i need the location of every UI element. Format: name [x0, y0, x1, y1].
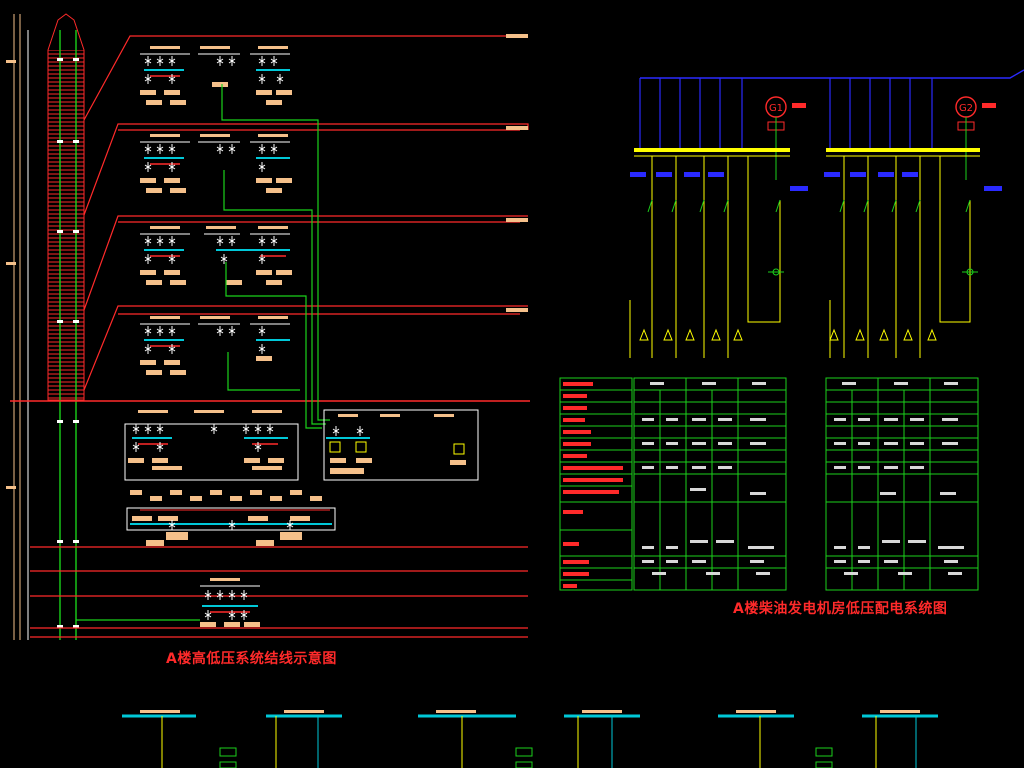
generator-spec-tables [559, 377, 979, 591]
generator-room-diagram: G1 G2 [629, 69, 1024, 358]
lower-floor-switchgear [200, 578, 260, 627]
generator-room-title: A楼柴油发电机房低压配电系统图 [733, 601, 948, 617]
floor-switchgear [140, 46, 292, 375]
floor-callouts [30, 35, 529, 638]
feeder-cables [76, 84, 330, 621]
bottom-transformer-buses [122, 710, 938, 768]
generator-g2-label: G2 [959, 103, 973, 114]
tower-system-title: A楼高低压系统结线示意图 [166, 651, 337, 667]
basement-switchboard [124, 409, 479, 481]
table-cell-marks [642, 382, 964, 575]
lv-distribution-bus [126, 490, 336, 546]
generator-g1-label: G1 [769, 103, 783, 114]
tower-elevation [6, 13, 530, 640]
table-row-header-marks [563, 382, 623, 588]
floor-level-tags [506, 34, 528, 312]
